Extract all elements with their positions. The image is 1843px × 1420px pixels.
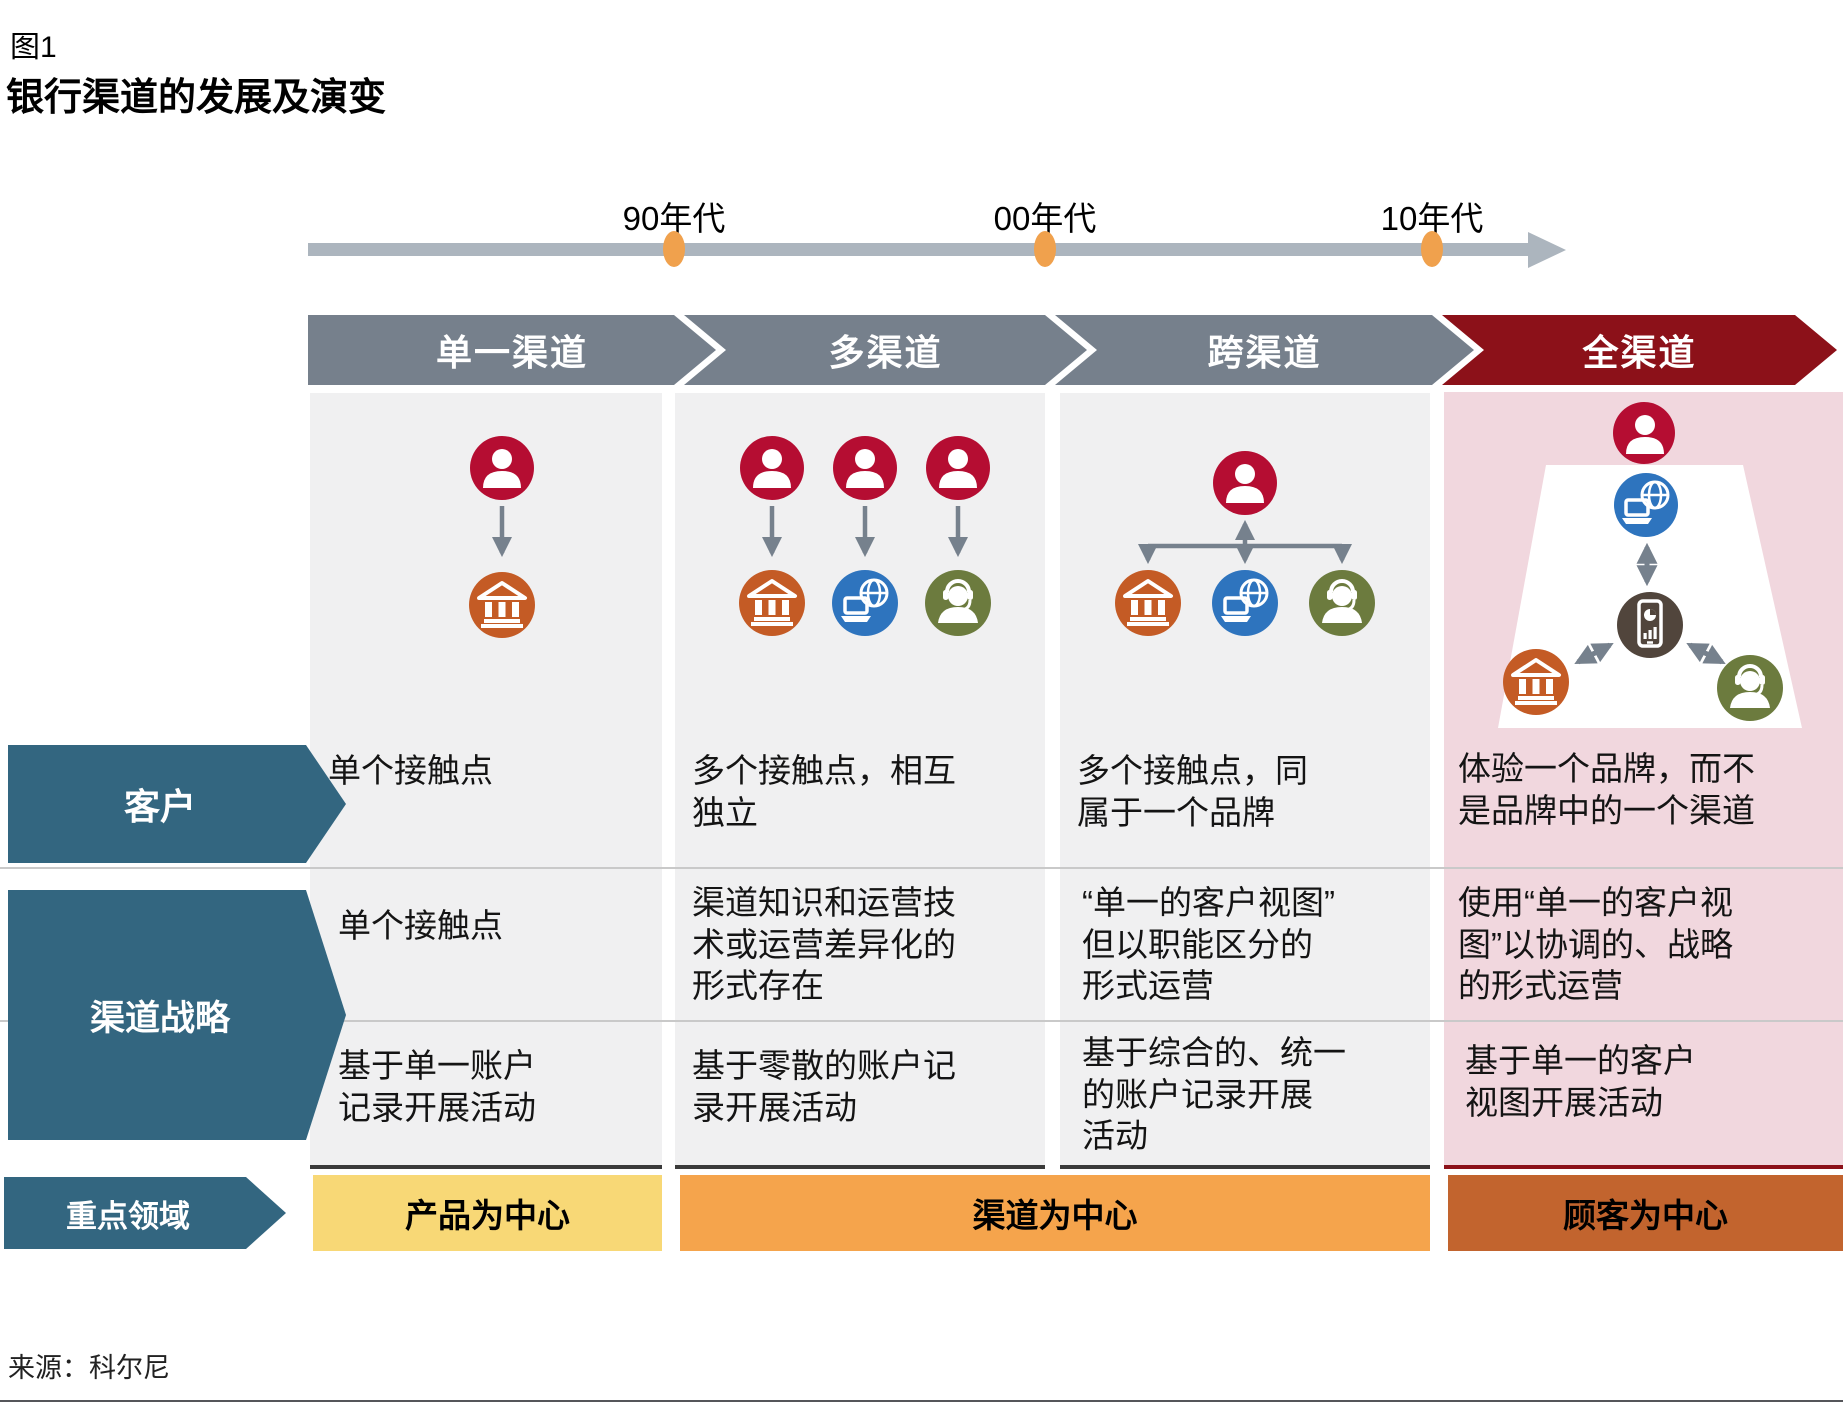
- cell-strategy-bottom-multi: 基于零散的账户记 录开展活动: [692, 1047, 956, 1126]
- cell-strategy-top-single: 单个接触点: [338, 907, 503, 944]
- stage-chevron-single-channel: 单一渠道: [308, 315, 716, 385]
- online-banking-icon: [1614, 473, 1678, 537]
- omni-channel-diagram: [1498, 402, 1802, 728]
- focus-band-customer-centric: 顾客为中心: [1448, 1175, 1843, 1251]
- column-panel-single-channel: [310, 393, 662, 1169]
- row-label-text: 重点领域: [66, 1198, 190, 1234]
- cell-strategy-bottom-omni: 基于单一的客户 视图开展活动: [1465, 1042, 1696, 1121]
- customer-icon: [1613, 402, 1675, 464]
- row-label-focus: 重点领域: [4, 1177, 286, 1249]
- stage-label: 单一渠道: [435, 332, 588, 373]
- call-center-agent-icon: [1717, 655, 1783, 721]
- cross-channel-diagram: [1115, 451, 1375, 636]
- figure-title: 银行渠道的发展及演变: [6, 77, 387, 119]
- row-label-text: 客户: [123, 786, 196, 827]
- bank-branch-icon: [1503, 649, 1569, 715]
- customer-icon: [740, 436, 804, 500]
- row-divider-customer-strategy: [0, 867, 1843, 869]
- stage-chevron-cross-channel: 跨渠道: [1055, 315, 1474, 385]
- bank-branch-icon: [469, 572, 535, 638]
- double-arrow-icon: [1574, 642, 1614, 665]
- call-center-agent-icon: [925, 570, 991, 636]
- mobile-banking-icon: [1617, 592, 1683, 658]
- row-label-strategy: 渠道战略: [8, 890, 346, 1140]
- source-note: 来源：科尔尼: [8, 1353, 170, 1383]
- timeline-era-label-90s: 90年代: [622, 200, 726, 237]
- focus-band-channel-centric: 渠道为中心: [680, 1175, 1430, 1251]
- row-label-customer: 客户: [8, 745, 346, 863]
- double-arrow-icon: [1686, 642, 1726, 665]
- bank-branch-icon: [1115, 570, 1181, 636]
- customer-icon: [1213, 451, 1277, 515]
- row-label-text: 渠道战略: [89, 998, 230, 1038]
- focus-band-product-centric: 产品为中心: [313, 1175, 662, 1251]
- timeline-dot-00s: [1034, 231, 1056, 267]
- timeline-arrowhead-icon: [1528, 232, 1566, 268]
- focus-band-label: 产品为中心: [405, 1197, 570, 1234]
- figure-tag: 图1: [10, 31, 57, 64]
- cell-customer-omni: 体验一个品牌，而不 是品牌中的一个渠道: [1458, 750, 1755, 829]
- stage-chevron-multi-channel: 多渠道: [684, 315, 1087, 385]
- row-divider-strategy-sub: [0, 1020, 1843, 1022]
- stage-chevron-omni-channel: 全渠道: [1442, 315, 1837, 385]
- call-center-agent-icon: [1309, 570, 1375, 636]
- cell-customer-cross: 多个接触点，同 属于一个品牌: [1077, 752, 1308, 831]
- customer-icon: [926, 436, 990, 500]
- single-channel-diagram: [469, 436, 535, 638]
- stage-label: 跨渠道: [1207, 332, 1322, 373]
- timeline-dot-10s: [1421, 231, 1443, 267]
- cell-customer-multi: 多个接触点，相互 独立: [692, 752, 956, 831]
- cell-strategy-bottom-single: 基于单一账户 记录开展活动: [338, 1047, 536, 1126]
- customer-icon: [470, 436, 534, 500]
- focus-band-label: 渠道为中心: [972, 1197, 1138, 1234]
- timeline-era-label-00s: 00年代: [993, 200, 1097, 237]
- bank-branch-icon: [739, 570, 805, 636]
- timeline-era-label-10s: 10年代: [1380, 200, 1484, 237]
- stage-label: 全渠道: [1582, 332, 1697, 373]
- timeline-bar: [308, 243, 1528, 256]
- cell-strategy-top-multi: 渠道知识和运营技 术或运营差异化的 形式存在: [692, 884, 956, 1005]
- online-banking-icon: [1212, 570, 1278, 636]
- column-panel-multi-channel: [675, 393, 1045, 1169]
- cell-strategy-top-cross: “单一的客户视图” 但以职能区分的 形式运营: [1082, 884, 1335, 1005]
- cell-strategy-top-omni: 使用“单一的客户视 图”以协调的、战略 的形式运营: [1458, 884, 1733, 1005]
- cell-customer-single: 单个接触点: [328, 752, 493, 789]
- online-banking-icon: [832, 570, 898, 636]
- bottom-rule: [0, 1400, 1843, 1402]
- cell-strategy-bottom-cross: 基于综合的、统一 的账户记录开展 活动: [1082, 1034, 1346, 1155]
- stage-label: 多渠道: [828, 332, 943, 373]
- timeline-dot-90s: [663, 231, 685, 267]
- focus-band-label: 顾客为中心: [1563, 1197, 1728, 1234]
- customer-icon: [833, 436, 897, 500]
- multi-channel-diagram: [739, 436, 991, 636]
